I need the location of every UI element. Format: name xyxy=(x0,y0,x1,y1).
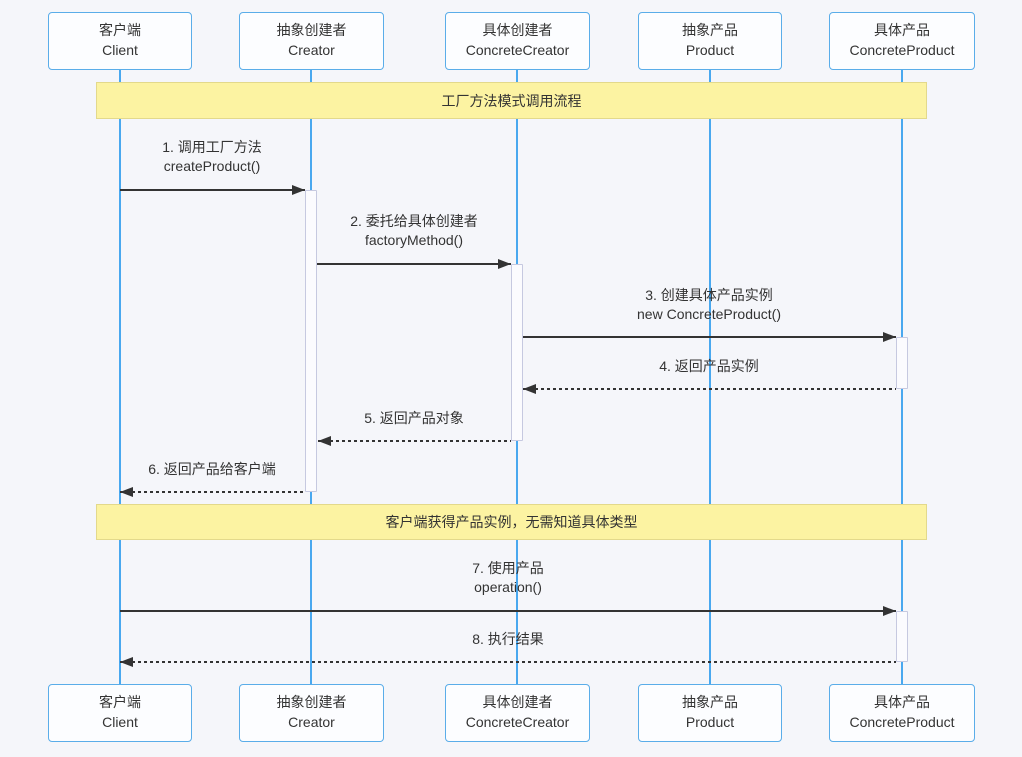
message-1-line xyxy=(120,189,305,191)
message-4-arrowhead xyxy=(523,384,536,394)
actor-creator-zh: 抽象创建者 xyxy=(276,694,347,711)
note-flow-title: 工厂方法模式调用流程 xyxy=(96,82,927,119)
actor-client-en: Client xyxy=(102,42,138,58)
actor-client-zh: 客户端 xyxy=(99,22,141,39)
message-5-line xyxy=(318,440,511,442)
actor-concretecreator-zh: 具体创建者 xyxy=(482,22,553,39)
message-8-label: 8. 执行结果 xyxy=(472,631,544,647)
actor-concreteproduct-en: ConcreteProduct xyxy=(849,42,955,58)
actor-top-creator: 抽象创建者 Creator xyxy=(239,12,384,70)
message-1-arrowhead xyxy=(292,185,305,195)
actor-bottom-concreteproduct: 具体产品 ConcreteProduct xyxy=(829,684,975,742)
actor-bottom-product: 抽象产品 Product xyxy=(638,684,782,742)
message-8-arrowhead xyxy=(120,657,133,667)
actor-concreteproduct-en: ConcreteProduct xyxy=(849,714,955,730)
lifeline-product xyxy=(709,70,711,684)
message-2-arrowhead xyxy=(498,259,511,269)
message-6-label: 6. 返回产品给客户端 xyxy=(148,461,276,477)
actor-concretecreator-en: ConcreteCreator xyxy=(465,714,570,730)
note-result: 客户端获得产品实例，无需知道具体类型 xyxy=(96,504,927,540)
activation-concretecreator xyxy=(511,264,523,441)
message-7-label: 7. 使用产品 operation() xyxy=(472,560,544,595)
actor-product-en: Product xyxy=(685,42,735,58)
actor-concretecreator-en: ConcreteCreator xyxy=(465,42,570,58)
message-6-line xyxy=(120,491,305,493)
activation-creator xyxy=(305,190,317,492)
message-8-line xyxy=(120,661,896,663)
note-result-text: 客户端获得产品实例，无需知道具体类型 xyxy=(385,514,638,530)
message-7-line xyxy=(120,610,896,612)
message-5-arrowhead xyxy=(318,436,331,446)
message-3-arrowhead xyxy=(883,332,896,342)
actor-bottom-creator: 抽象创建者 Creator xyxy=(239,684,384,742)
message-6-arrowhead xyxy=(120,487,133,497)
actor-product-zh: 抽象产品 xyxy=(682,22,738,39)
actor-product-en: Product xyxy=(685,714,735,730)
actor-top-concreteproduct: 具体产品 ConcreteProduct xyxy=(829,12,975,70)
message-3-line xyxy=(523,336,896,338)
actor-creator-zh: 抽象创建者 xyxy=(276,22,347,39)
actor-bottom-client: 客户端 Client xyxy=(48,684,192,742)
message-2-line xyxy=(317,263,511,265)
message-2-label: 2. 委托给具体创建者 factoryMethod() xyxy=(350,213,478,248)
actor-top-client: 客户端 Client xyxy=(48,12,192,70)
actor-bottom-concretecreator: 具体创建者 ConcreteCreator xyxy=(445,684,590,742)
message-1-label: 1. 调用工厂方法 createProduct() xyxy=(162,139,262,174)
message-3-label: 3. 创建具体产品实例 new ConcreteProduct() xyxy=(637,287,781,322)
actor-client-en: Client xyxy=(102,714,138,730)
note-flow-title-text: 工厂方法模式调用流程 xyxy=(441,92,582,109)
actor-creator-en: Creator xyxy=(288,714,335,730)
actor-concreteproduct-zh: 具体产品 xyxy=(874,694,930,711)
message-4-label: 4. 返回产品实例 xyxy=(659,358,759,374)
actor-top-product: 抽象产品 Product xyxy=(638,12,782,70)
actor-top-concretecreator: 具体创建者 ConcreteCreator xyxy=(445,12,590,70)
message-7-arrowhead xyxy=(883,606,896,616)
actor-creator-en: Creator xyxy=(288,42,335,58)
actor-client-zh: 客户端 xyxy=(99,694,141,711)
activation-concreteproduct-1 xyxy=(896,337,908,389)
lifeline-client xyxy=(119,70,121,684)
message-4-line xyxy=(523,388,896,390)
actor-product-zh: 抽象产品 xyxy=(682,694,738,711)
actor-concreteproduct-zh: 具体产品 xyxy=(874,22,930,39)
activation-concreteproduct-2 xyxy=(896,611,908,662)
message-5-label: 5. 返回产品对象 xyxy=(364,410,464,426)
actor-concretecreator-zh: 具体创建者 xyxy=(482,694,553,711)
